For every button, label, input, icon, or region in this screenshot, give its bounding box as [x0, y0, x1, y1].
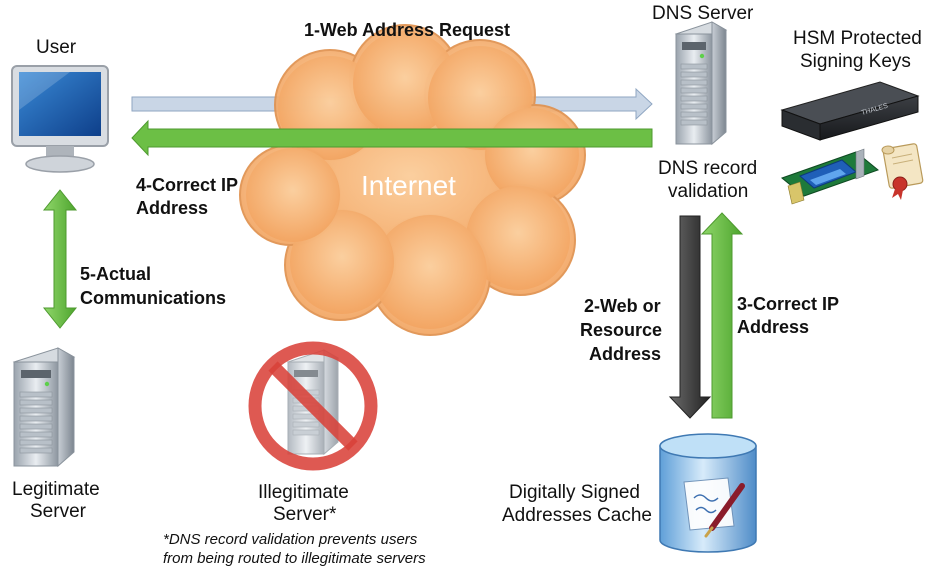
correct-ip-4-line2: Address	[136, 198, 209, 218]
query-arrow	[668, 215, 712, 419]
request-label: 1-Web Address Request	[304, 20, 511, 40]
footnote-line2: from being routed to illegitimate server…	[163, 550, 426, 567]
hsm-appliance-icon: THALES	[780, 81, 920, 141]
actual-comm-line1: 5-Actual	[80, 264, 152, 284]
actual-communications-arrow	[42, 189, 78, 329]
dns-server-label: DNS Server	[652, 3, 754, 24]
cache-label-line1: Digitally Signed	[509, 482, 640, 503]
legitimate-server-line2: Server	[30, 501, 86, 522]
correct-ip-3-line2: Address	[737, 317, 810, 337]
monitor-icon	[11, 65, 109, 173]
dns-validation-line2: validation	[668, 181, 749, 202]
correct-ip-up-arrow	[700, 212, 744, 419]
web-resource-line3: Address	[589, 344, 662, 364]
signed-document-icon	[683, 477, 745, 538]
dns-server-icon	[674, 21, 728, 146]
internet-label: Internet	[361, 170, 456, 201]
prohibition-icon	[248, 341, 378, 471]
correct-ip-3-line1: 3-Correct IP	[737, 294, 840, 314]
actual-comm-line2: Communications	[80, 288, 227, 308]
user-label: User	[36, 37, 77, 58]
footnote-line1: *DNS record validation prevents users	[163, 531, 418, 548]
dns-validation-line1: DNS record	[658, 158, 758, 179]
hsm-label-line2: Signing Keys	[800, 51, 911, 72]
hsm-card-icon	[780, 148, 880, 205]
correct-ip-4-line1: 4-Correct IP	[136, 175, 239, 195]
legitimate-server-icon	[12, 347, 76, 468]
certificate-icon	[881, 143, 924, 200]
web-resource-line1: 2-Web or	[584, 296, 661, 316]
response-arrow	[131, 119, 653, 157]
hsm-label-line1: HSM Protected	[793, 28, 922, 49]
web-resource-line2: Resource	[580, 320, 663, 340]
illegitimate-server-line2: Server*	[273, 504, 337, 525]
cache-label-line2: Addresses Cache	[502, 505, 652, 526]
illegitimate-server-line1: Illegitimate	[258, 482, 349, 503]
legitimate-server-line1: Legitimate	[12, 479, 100, 500]
